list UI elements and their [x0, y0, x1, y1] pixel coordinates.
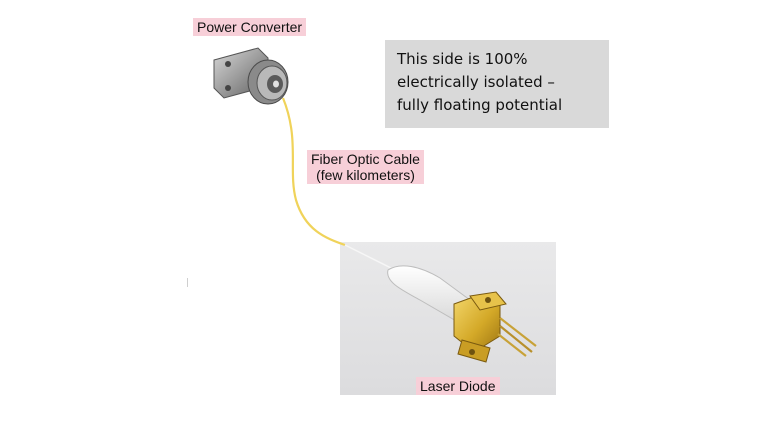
laser-diode-photo-background	[340, 242, 556, 395]
fiber-label-line-2: (few kilometers)	[316, 167, 415, 183]
note-line-1: This side is 100%	[397, 50, 528, 68]
bare-fiber	[344, 244, 396, 271]
fiber-label-line-1: Fiber Optic Cable	[311, 151, 420, 167]
isolation-note-box: This side is 100% electrically isolated …	[385, 40, 609, 128]
fiber-optic-cable-label: Fiber Optic Cable (few kilometers)	[307, 150, 424, 184]
power-converter-label: Power Converter	[193, 18, 307, 36]
laser-diode-label: Laser Diode	[416, 377, 500, 395]
power-converter-image	[213, 47, 289, 105]
note-line-3: fully floating potential	[397, 96, 563, 114]
divider-tick	[187, 278, 188, 287]
fiber-optic-cable	[281, 97, 346, 247]
laser-diode-image	[387, 265, 537, 363]
note-line-2: electrically isolated –	[397, 73, 555, 91]
